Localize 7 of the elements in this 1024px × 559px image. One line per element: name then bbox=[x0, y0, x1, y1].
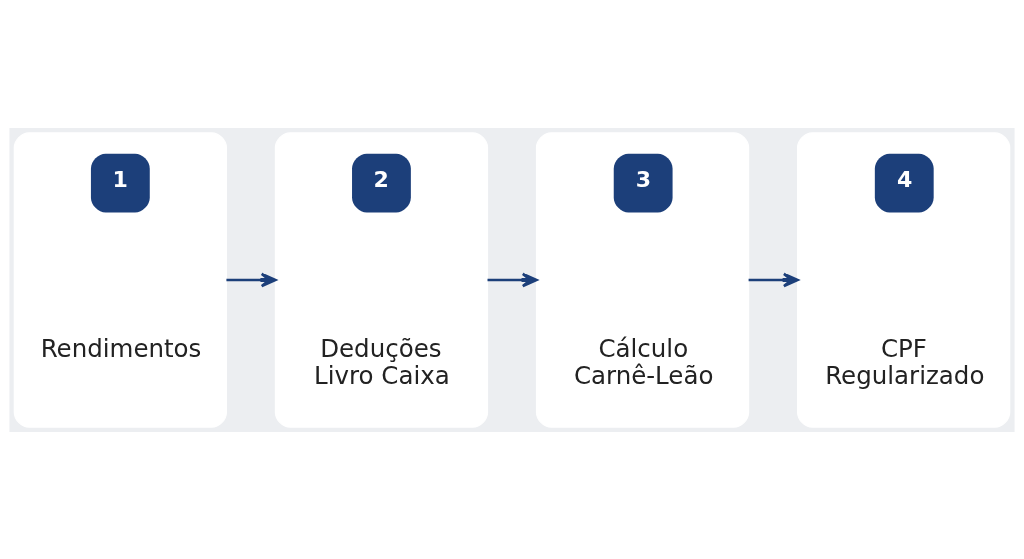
node-box: 2 Deduções Livro Caixa bbox=[274, 131, 489, 428]
node-box: 4 CPF Regularizado bbox=[797, 131, 1011, 428]
arrow bbox=[226, 272, 277, 287]
arrow bbox=[487, 272, 538, 287]
arrow bbox=[748, 272, 799, 287]
node-box: 1 Rendimentos bbox=[13, 131, 227, 428]
node-box: 3 Cálculo Carnê-Leão bbox=[535, 131, 750, 428]
